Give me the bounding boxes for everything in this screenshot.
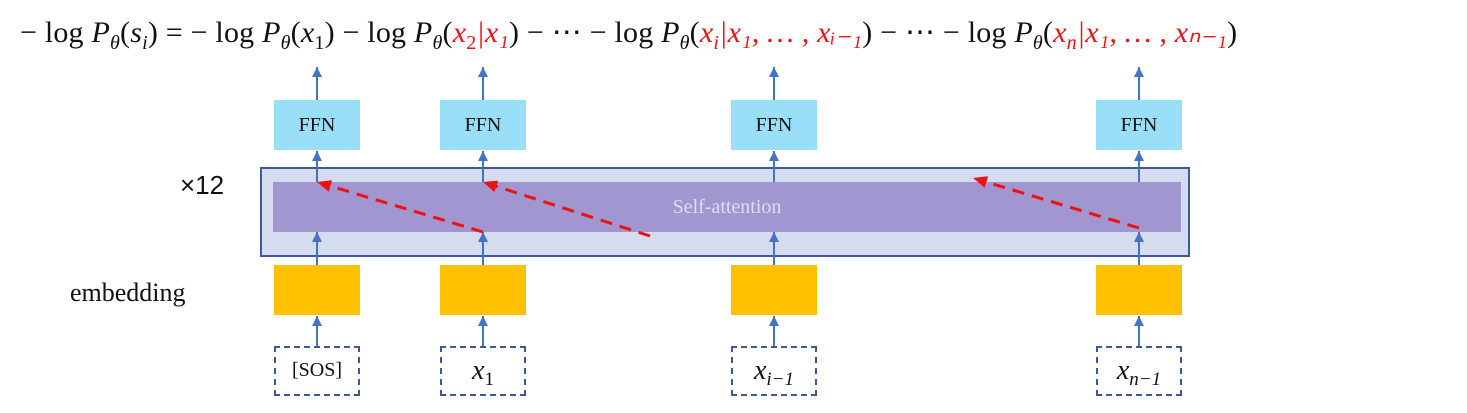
layer-repeat-label: ×12 — [180, 170, 225, 200]
input-token-sos: [SOS] — [274, 346, 360, 396]
attention-arrow-x1-to-sos — [328, 184, 484, 234]
embedding-box-xi-1 — [731, 265, 817, 315]
arrowhead-icon — [312, 316, 322, 326]
ffn-box-x1: FFN — [440, 100, 526, 150]
input-token-label: [SOS] — [291, 359, 342, 381]
arrowhead-icon — [478, 151, 488, 161]
arrowhead-icon — [312, 232, 322, 242]
arrowhead-icon — [478, 232, 488, 242]
attention-arrow-to-x1 — [493, 184, 651, 238]
formula-ellipsis-1: − ⋯ — [519, 16, 582, 49]
formula-term-n: − log Pθ(xn|x₁, … , xₙ₋₁) — [935, 16, 1238, 54]
arrowhead-icon — [769, 67, 779, 77]
arrowhead-icon — [1134, 232, 1144, 242]
formula-ellipsis-2: − ⋯ — [872, 16, 936, 49]
ffn-box-sos: FFN — [274, 100, 360, 150]
arrowhead-icon — [769, 232, 779, 242]
attention-arrowhead-icon — [973, 176, 989, 188]
self-attention-label: Self-attention — [672, 196, 782, 218]
formula-term-i: − log Pθ(xi|x₁, … , xᵢ₋₁) — [581, 16, 873, 54]
arrowhead-icon — [769, 151, 779, 161]
arrowhead-icon — [312, 67, 322, 77]
ffn-box-xn-1: FFN — [1096, 100, 1182, 150]
arrowhead-icon — [769, 316, 779, 326]
input-token-x1: x1 — [440, 346, 526, 396]
arrowhead-icon — [312, 151, 322, 161]
arrowhead-icon — [1134, 316, 1144, 326]
embedding-box-x1 — [440, 265, 526, 315]
attention-arrow-xn-1-to-prev — [984, 180, 1140, 230]
formula-term-1: − log Pθ(x1) — [190, 16, 335, 54]
self-attention-layer — [273, 182, 1181, 232]
formula-lhs: − log Pθ(si) — [20, 16, 159, 54]
loss-formula: − log Pθ(si) = − log Pθ(x1) − log Pθ(x2|… — [20, 10, 1237, 56]
arrowhead-icon — [1134, 67, 1144, 77]
attention-arrowhead-icon — [483, 180, 499, 193]
formula-equals: = — [158, 16, 191, 49]
embedding-box-sos — [274, 265, 360, 315]
input-token-xi-1: xi−1 — [731, 346, 817, 396]
input-token-xn-1: xn−1 — [1096, 346, 1182, 396]
ffn-box-xi-1: FFN — [731, 100, 817, 150]
arrowhead-icon — [478, 67, 488, 77]
attention-arrowhead-icon — [317, 180, 333, 192]
embedding-box-xn-1 — [1096, 265, 1182, 315]
formula-term-2: − log Pθ(x2|x₁) — [334, 16, 520, 54]
arrowhead-icon — [478, 316, 488, 326]
embedding-label: embedding — [70, 278, 186, 307]
arrowhead-icon — [1134, 151, 1144, 161]
